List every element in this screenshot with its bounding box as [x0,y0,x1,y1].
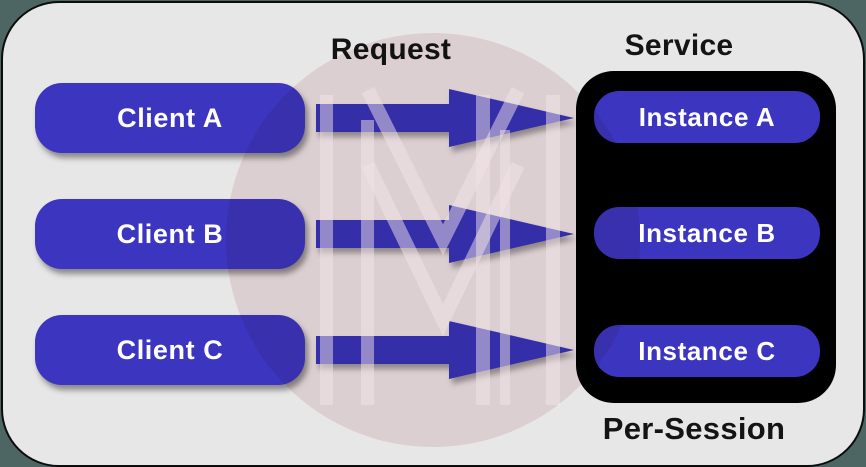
request-title: Request [330,33,452,66]
service-title: Service [624,29,734,62]
arrow-right-icon [316,205,574,263]
arrow-right-icon [316,89,574,147]
client-b-box: Client B [35,199,305,269]
client-c-box: Client C [35,315,305,385]
instance-b-label: Instance B [638,217,776,248]
instance-a-box: Instance A [594,91,820,143]
instance-a-label: Instance A [638,101,776,132]
client-a-label: Client A [117,102,223,133]
arrow-right-icon [316,321,574,379]
instance-c-box: Instance C [594,325,820,377]
client-a-box: Client A [35,83,305,153]
instance-b-box: Instance B [594,207,820,259]
per-session-title: Per-Session [602,411,786,446]
service-container: Instance A Instance B Instance C [576,71,836,403]
client-c-label: Client C [116,334,224,365]
client-b-label: Client B [116,218,224,249]
instance-c-label: Instance C [638,335,776,366]
